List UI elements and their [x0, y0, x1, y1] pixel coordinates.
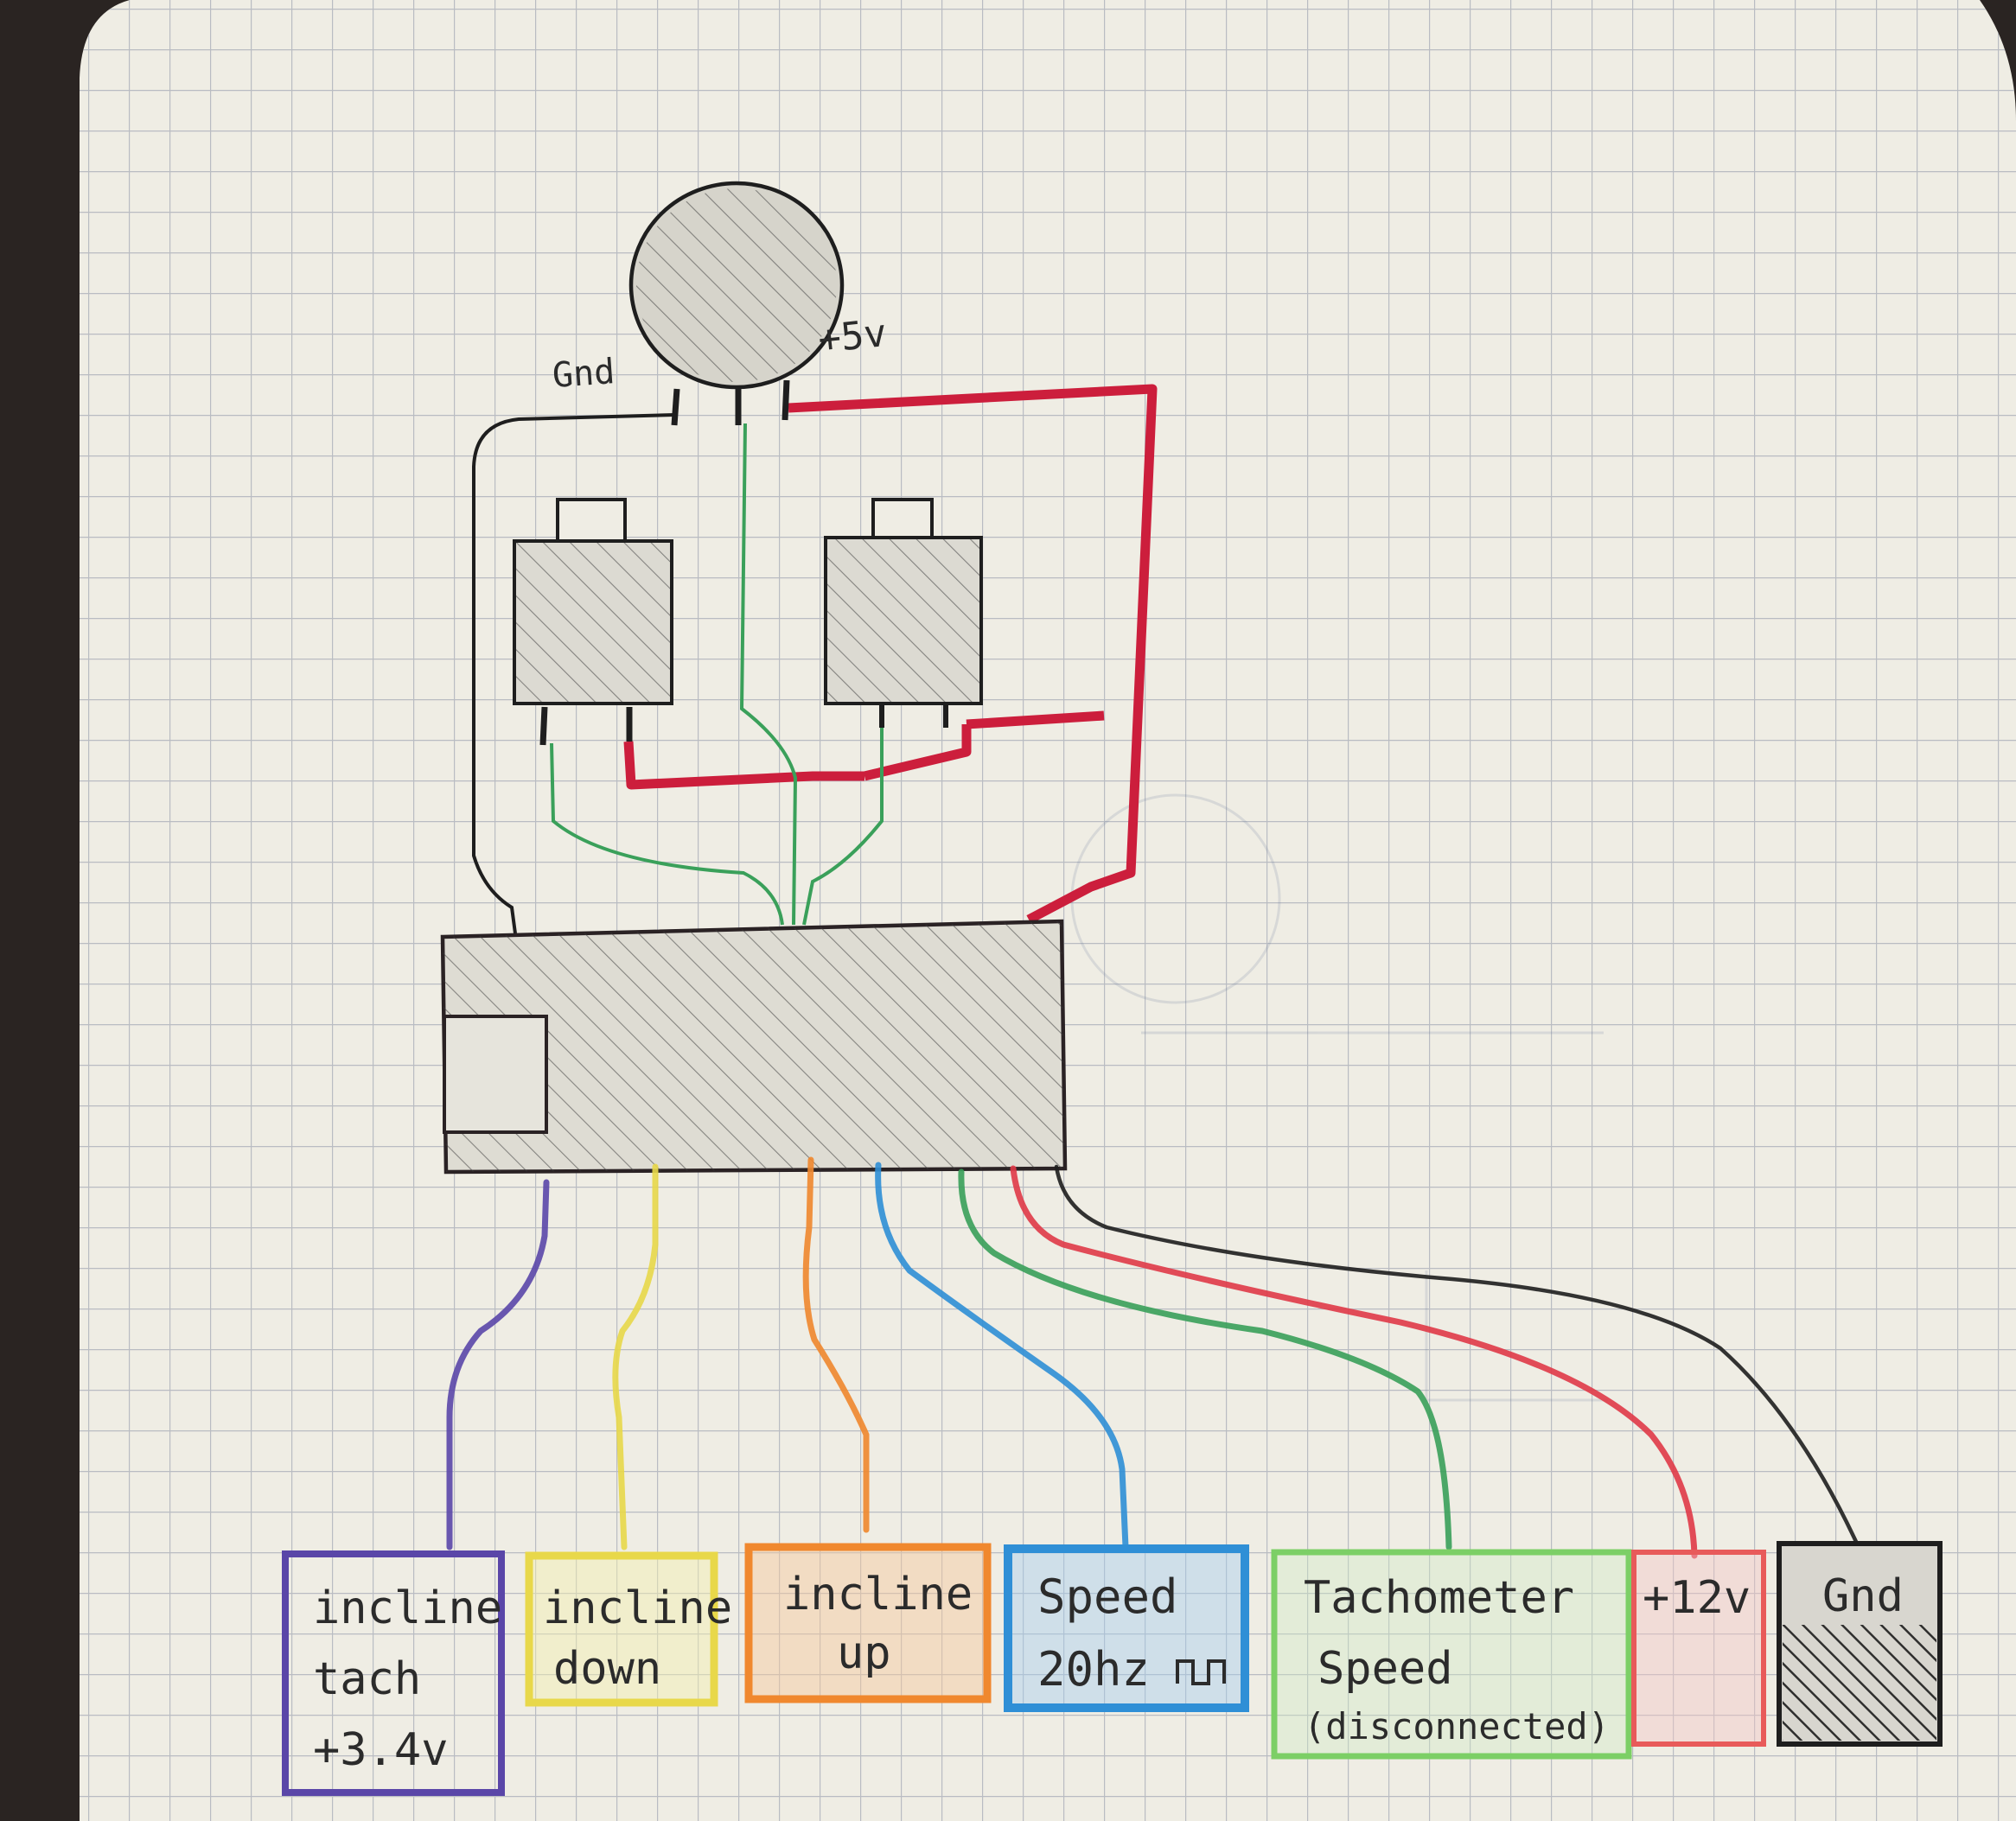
connector-labels: incline tach +3.4v incline down incline …: [282, 1541, 1943, 1796]
wire-tachometer: [958, 1168, 1452, 1550]
main-board-component: [440, 919, 1068, 1175]
gnd-line-1: Gnd: [1822, 1570, 1904, 1622]
wire-incline-tach: [446, 1179, 550, 1550]
incline-tach-line-1: incline: [313, 1582, 502, 1634]
incline-tach-line-3: +3.4v: [313, 1724, 449, 1776]
sensor-component: Gnd +5v: [551, 181, 889, 426]
incline-up-line-2: up: [837, 1627, 891, 1679]
green-signal-wires: [550, 423, 884, 926]
tachometer-line-1: Tachometer: [1304, 1572, 1574, 1624]
incline-down-line-2: down: [553, 1643, 661, 1695]
connector-incline-down: incline down: [525, 1551, 732, 1707]
wire-incline-down: [612, 1163, 659, 1550]
left-relay-component: [513, 498, 673, 746]
sensor-gnd-label: Gnd: [551, 352, 616, 396]
speed-line-1: Speed: [1037, 1569, 1178, 1624]
connector-plus-12v: +12v: [1631, 1550, 1766, 1747]
plus-12v-line-1: +12v: [1643, 1572, 1751, 1624]
tachometer-line-2: Speed: [1317, 1643, 1453, 1695]
speed-line-2: 20hz: [1037, 1642, 1150, 1697]
wire-speed: [875, 1162, 1129, 1550]
incline-down-line-1: incline: [543, 1582, 732, 1634]
gnd-wire-top: [472, 413, 675, 934]
board-connector-port: [443, 1015, 548, 1134]
right-relay-component: [824, 498, 983, 728]
square-wave-icon: [1176, 1659, 1226, 1685]
sensor-pin-vcc: [782, 379, 790, 421]
incline-tach-line-2: tach: [313, 1653, 421, 1705]
red-5v-wires: [623, 384, 1158, 924]
sensor-vcc-label: +5v: [816, 311, 889, 362]
connector-speed: Speed 20hz: [1004, 1544, 1249, 1712]
sensor-pin-gnd: [671, 388, 680, 426]
wire-gnd: [1054, 1164, 1860, 1546]
connector-incline-up: incline up: [744, 1543, 992, 1703]
incline-up-line-1: incline: [783, 1569, 973, 1620]
connector-gnd: Gnd: [1777, 1541, 1943, 1747]
connector-wires: [446, 1156, 1860, 1559]
tachometer-line-3: (disconnected): [1304, 1705, 1610, 1748]
wire-plus-12v: [1010, 1165, 1698, 1559]
connector-incline-tach: incline tach +3.4v: [282, 1550, 505, 1796]
connector-tachometer-speed: Tachometer Speed (disconnected): [1271, 1549, 1632, 1760]
wire-incline-up: [802, 1156, 870, 1533]
